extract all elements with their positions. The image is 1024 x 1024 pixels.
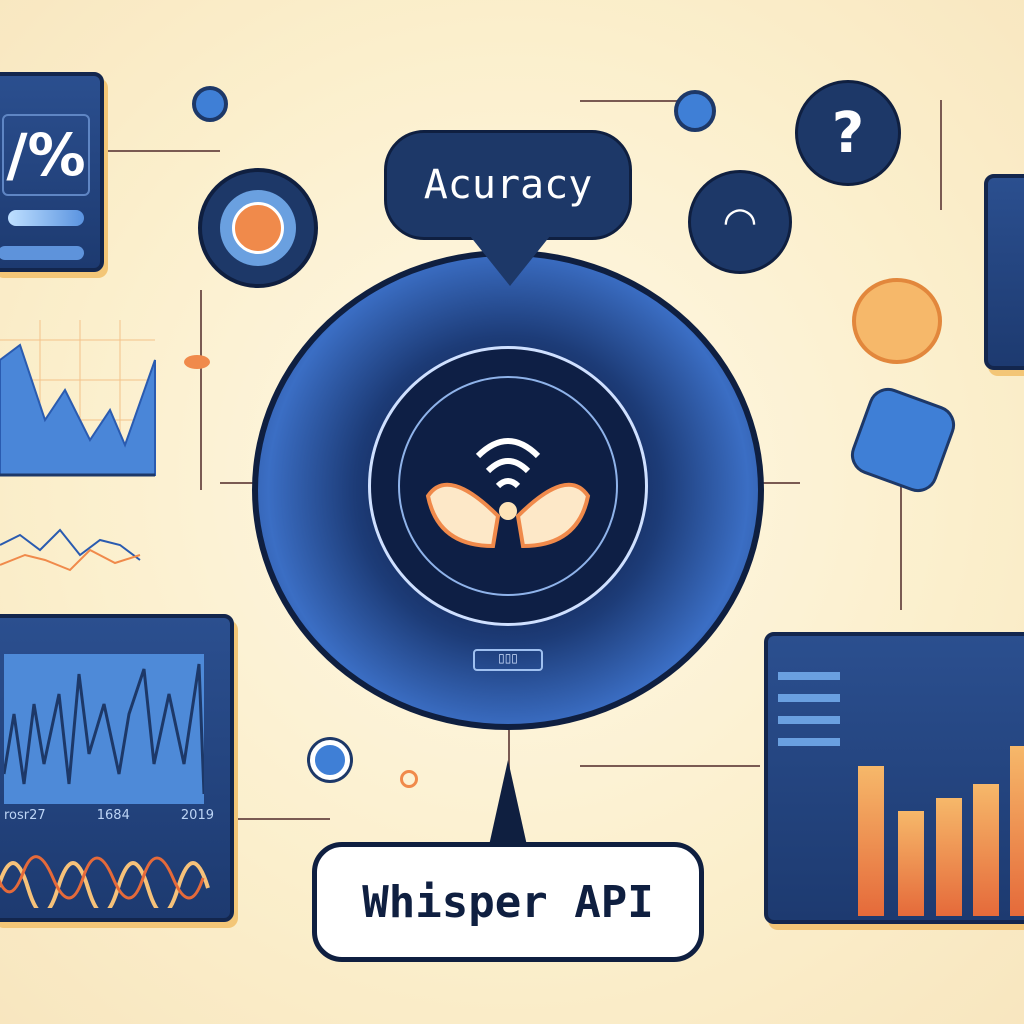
winged-wave-logo [425,438,591,549]
help-bubble: ? [795,80,901,186]
connector-line [760,482,800,484]
connector-line [220,818,330,820]
connector-line [940,100,942,210]
bar [1010,746,1024,916]
bubble-tail [470,236,550,286]
node-icon [674,90,716,132]
waveform-panel: rosr27 1684 2019 [0,614,234,922]
target-bubble [198,168,318,288]
wifi-bubble: ◠ [688,170,792,274]
connector-line [200,290,202,490]
line-chart [0,528,141,572]
tick-label: rosr27 [4,808,46,823]
sine-wave [0,855,210,908]
bar [973,784,999,916]
main-dial: ▯▯▯ [252,250,764,730]
bar-chart-panel [764,632,1024,924]
connector-line [900,420,902,610]
bar [936,798,962,916]
percent-panel: /% [0,72,104,272]
bubble-tail [488,760,528,850]
node-icon [400,770,418,788]
tick-label: 1684 [96,808,130,823]
bar [898,811,924,916]
area-chart [0,320,156,477]
area-series [0,343,156,476]
connector-line [580,100,680,102]
bar-waveform [4,654,204,804]
side-panel [984,174,1024,370]
connector-line [100,150,220,152]
accuracy-bubble: Acuracy [384,130,632,240]
node-icon [192,86,228,122]
slider-handle [184,355,210,369]
progress-bar [8,210,84,226]
status-display: ▯▯▯ [473,649,543,671]
percent-label: /% [2,114,90,196]
connector-line [220,482,260,484]
wifi-icon: ◠ [722,199,758,245]
bar [858,766,884,916]
node-icon [310,740,350,780]
eye-gear-icon [852,278,942,364]
progress-bar [0,246,84,260]
tick-label: 2019 [180,808,214,823]
whisper-api-bubble: Whisper API [312,842,704,962]
connector-line [580,765,760,767]
gear-icon [845,382,961,498]
